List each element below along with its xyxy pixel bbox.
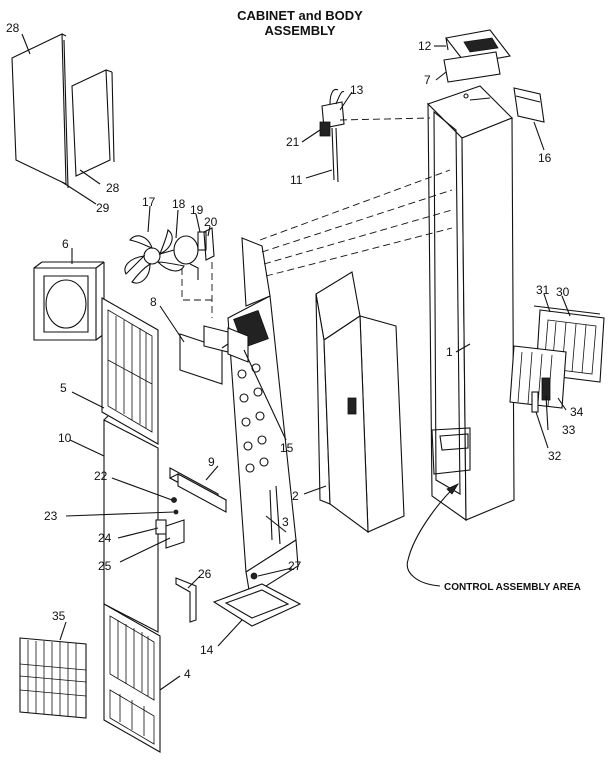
part-10-center-panel bbox=[103, 415, 159, 633]
callout-35: 35 bbox=[52, 609, 66, 623]
diagram-title-line1: CABINET and BODY bbox=[237, 8, 363, 23]
part-28-rear-panel bbox=[71, 69, 115, 177]
part-24-clip bbox=[155, 519, 167, 535]
part-31-panel-frame bbox=[533, 305, 601, 315]
callout-27: 27 bbox=[288, 559, 302, 573]
part-22-screw bbox=[171, 497, 177, 503]
part-34-control-board bbox=[509, 345, 567, 409]
callout-1: 1 bbox=[446, 345, 453, 359]
dashed-align-3 bbox=[261, 189, 453, 253]
callout-25: 25 bbox=[98, 559, 112, 573]
diagram-title-line2: ASSEMBLY bbox=[264, 23, 335, 38]
callout-30: 30 bbox=[556, 285, 570, 299]
callout-5: 5 bbox=[60, 381, 67, 395]
part-21-switch bbox=[319, 121, 331, 137]
dashed-align-2 bbox=[259, 169, 451, 241]
callout-3-lower: 3 bbox=[282, 515, 289, 529]
callout-6: 6 bbox=[62, 237, 69, 251]
callout-16: 16 bbox=[538, 151, 552, 165]
callout-8: 8 bbox=[150, 295, 157, 309]
callout-14: 14 bbox=[200, 643, 214, 657]
dashed-motor-leader bbox=[181, 268, 212, 301]
part-17-fan-blade bbox=[124, 229, 185, 284]
callout-2: 2 bbox=[292, 489, 299, 503]
part-6-fan-shroud bbox=[33, 261, 105, 341]
callout-4: 4 bbox=[184, 667, 191, 681]
part-23-screw bbox=[173, 509, 179, 515]
part-35-filter bbox=[19, 637, 87, 719]
callout-24: 24 bbox=[98, 531, 112, 545]
callout-28-top: 28 bbox=[6, 21, 20, 35]
part-8-blower-housing bbox=[179, 325, 229, 385]
callout-7: 7 bbox=[424, 73, 431, 87]
callout-21: 21 bbox=[286, 135, 300, 149]
callout-17: 17 bbox=[142, 195, 156, 209]
control-assembly-area-label: CONTROL ASSEMBLY AREA bbox=[444, 582, 581, 593]
callout-18: 18 bbox=[172, 197, 186, 211]
callout-31: 31 bbox=[536, 283, 550, 297]
part-14-base-plate bbox=[212, 583, 302, 627]
callout-23: 23 bbox=[44, 509, 58, 523]
part-1-cabinet-tower bbox=[426, 85, 515, 522]
part-32-clip bbox=[531, 391, 539, 413]
callout-28-right: 28 bbox=[106, 181, 120, 195]
callout-12: 12 bbox=[418, 39, 432, 53]
part-3-main-duct bbox=[227, 237, 299, 597]
part-29-side-panel bbox=[11, 33, 69, 189]
callout-13: 13 bbox=[350, 83, 364, 97]
dashed-align-1 bbox=[339, 117, 431, 121]
part-11-wire bbox=[331, 127, 339, 183]
callout-11: 11 bbox=[290, 173, 303, 187]
part-25-bracket bbox=[165, 519, 185, 549]
part-4-lower-grille bbox=[103, 603, 161, 753]
callout-20: 20 bbox=[204, 215, 218, 229]
dashed-align-4 bbox=[263, 209, 453, 265]
callout-15: 15 bbox=[280, 441, 294, 455]
part-9-channel bbox=[168, 467, 228, 513]
part-19-bracket bbox=[197, 231, 207, 251]
part-7-top-bracket bbox=[443, 51, 501, 83]
callout-9: 9 bbox=[208, 455, 215, 469]
part-2-sleeve bbox=[315, 271, 405, 534]
callout-33: 33 bbox=[562, 423, 576, 437]
part-16-side-clip bbox=[513, 87, 545, 123]
part-5-upper-grille bbox=[101, 297, 159, 445]
part-13-switch-housing bbox=[321, 88, 345, 129]
callout-22: 22 bbox=[94, 469, 108, 483]
part-27-screw bbox=[250, 572, 258, 580]
control-area-arrow bbox=[406, 483, 460, 587]
callout-34: 34 bbox=[570, 405, 584, 419]
dashed-align-5 bbox=[265, 227, 453, 277]
callout-29: 29 bbox=[96, 201, 110, 215]
part-26-bracket bbox=[175, 577, 197, 623]
part-18-motor bbox=[159, 235, 199, 265]
part-15-inner-box bbox=[227, 327, 249, 363]
callout-10: 10 bbox=[58, 431, 72, 445]
leader-lines bbox=[21, 33, 571, 691]
callout-32: 32 bbox=[548, 449, 562, 463]
callout-26: 26 bbox=[198, 567, 212, 581]
callout-19: 19 bbox=[190, 203, 204, 217]
